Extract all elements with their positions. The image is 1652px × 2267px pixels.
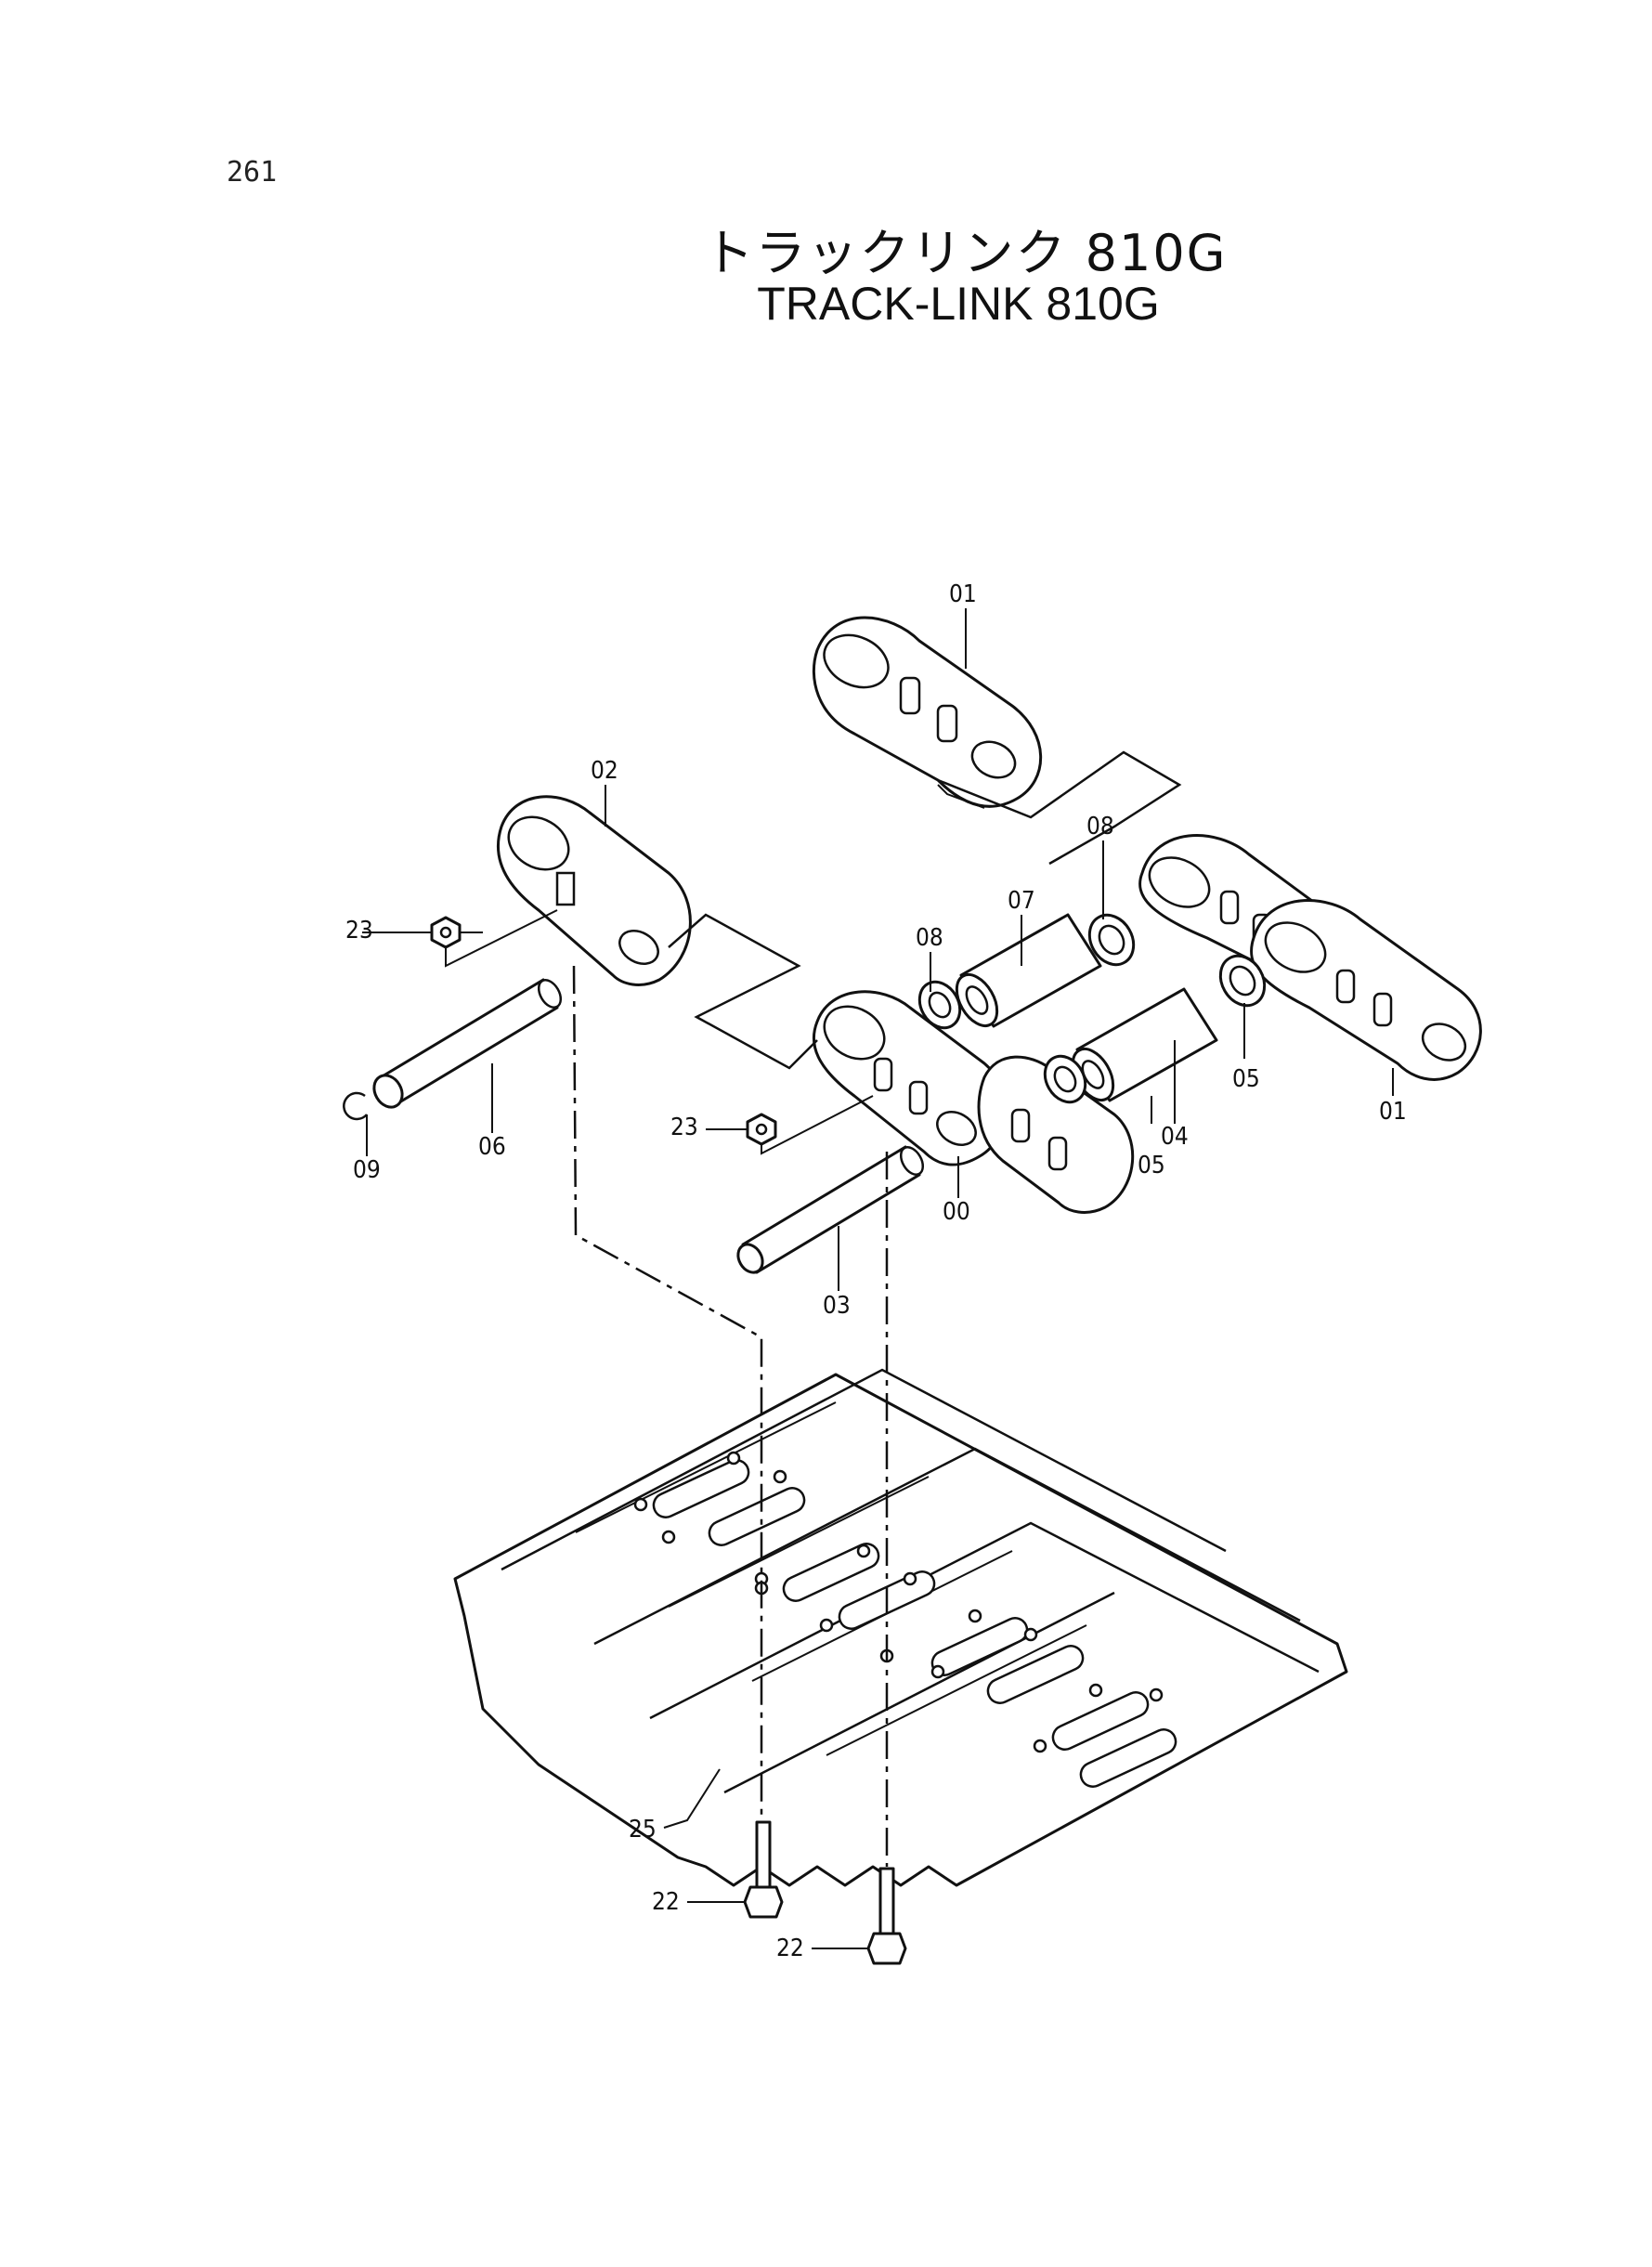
callout-23-left: 23 [345, 917, 373, 945]
snap-ring-09 [343, 1091, 368, 1121]
page-number: 261 [227, 156, 278, 189]
callout-22-left: 22 [652, 1888, 680, 1916]
callout-06: 06 [478, 1133, 506, 1161]
callout-09: 09 [353, 1156, 381, 1184]
nuts-23 [430, 916, 777, 1146]
callout-labels: 01 02 23 08 07 08 05 01 04 05 23 06 09 0… [345, 580, 1407, 1962]
callout-05-mid: 05 [1138, 1152, 1165, 1179]
bushing-04 [1071, 987, 1218, 1102]
callout-08-top: 08 [1086, 813, 1114, 840]
bushing-07 [955, 913, 1102, 1028]
title-english: TRACK-LINK 810G [757, 278, 1160, 330]
callout-03: 03 [823, 1292, 851, 1320]
callout-leaders [362, 608, 1394, 1949]
track-link-01-right-pair [1138, 834, 1482, 1081]
assembly-lines [445, 750, 1182, 1867]
callout-25: 25 [629, 1816, 657, 1844]
callout-23-mid: 23 [670, 1114, 698, 1141]
track-link-center-pair [812, 990, 1135, 1214]
callout-04: 04 [1161, 1123, 1189, 1151]
pin-06 [372, 978, 563, 1109]
callout-05-right: 05 [1232, 1065, 1260, 1093]
track-shoe [453, 1368, 1348, 1887]
track-link-02 [496, 795, 692, 986]
track-link-01-top [812, 616, 1043, 809]
callout-00: 00 [943, 1198, 970, 1226]
callout-02: 02 [591, 757, 618, 785]
callout-01-top: 01 [949, 580, 977, 608]
title-japanese: トラックリンク 810G [703, 224, 1228, 282]
callout-22-right: 22 [776, 1935, 804, 1962]
callout-07: 07 [1008, 887, 1035, 915]
callout-08-mid: 08 [916, 924, 943, 952]
callout-01-right: 01 [1379, 1098, 1407, 1126]
seal-rings [917, 913, 1267, 1104]
pin-03 [736, 1145, 925, 1274]
bolts-22 [743, 1820, 907, 1965]
